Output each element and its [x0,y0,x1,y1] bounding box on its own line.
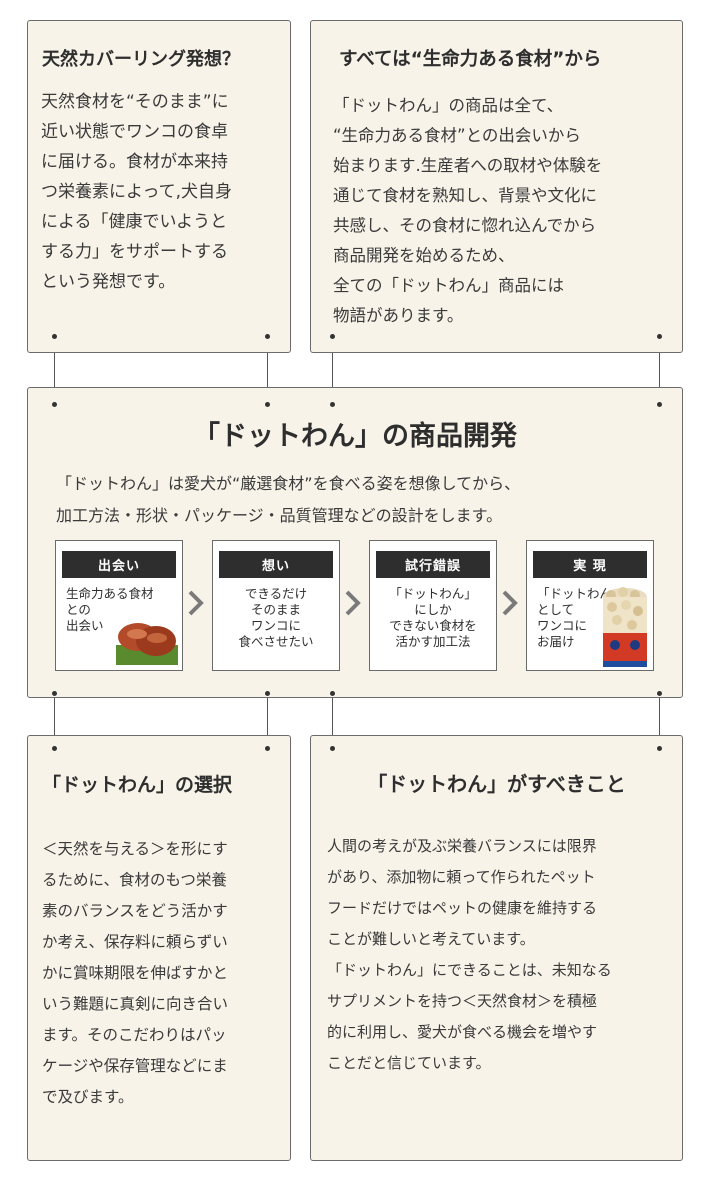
connector-line [659,693,660,749]
connector-dot [265,746,270,751]
step-trial-label: 試行錯誤 [376,551,490,578]
connector-dot [657,334,662,339]
connector-dot [657,402,662,407]
connector-dot [330,691,335,696]
dotwan-choice-box: 「ドットわん」の選択 ＜天然を与える＞を形にす るために、食材のもつ栄養 素のバ… [27,735,291,1161]
connector-line [54,693,55,749]
meat-photo [116,623,178,665]
chevron-right-icon [345,590,361,616]
connector-dot [330,402,335,407]
living-ingredients-box: すべては“生命力ある食材”から 「ドットわん」の商品は全て、 “生命力ある食材”… [310,20,683,353]
dotwan-mission-title: 「ドットわん」がすべきこと [367,772,626,796]
step-trial-and-error: 試行錯誤 「ドットわん」 にしか できない食材を 活かす加工法 [369,540,497,671]
living-ingredients-body: 「ドットわん」の商品は全て、 “生命力ある食材”との出会いから 始まります.生産… [333,96,603,325]
natural-covering-box: 天然カバーリング発想？ 天然食材を“そのまま”に 近い状態でワンコの食卓 に届け… [27,20,291,353]
step-realization-text: 「ドットわん」 として ワンコに お届け [537,586,625,649]
step-realization: 実 現 「ドットわん」 として ワンコに お届け [526,540,654,671]
step-encounter-text: 生命力ある食材 との 出会い [66,586,154,633]
dotwan-mission-body: 人間の考えが及ぶ栄養バランスには限界 があり、添加物に頼って作られたペット フー… [327,837,612,1072]
product-jar-photo [603,587,647,667]
step-realization-label: 実 現 [533,551,647,578]
connector-line [332,337,333,404]
connector-dot [52,334,57,339]
connector-dot [657,746,662,751]
step-feeling: 想い できるだけ そのまま ワンコに 食べさせたい [212,540,340,671]
connector-dot [265,402,270,407]
connector-line [267,337,268,404]
step-trial-text: 「ドットわん」 にしか できない食材を 活かす加工法 [389,586,477,649]
product-development-intro: 「ドットわん」は愛犬が“厳選食材”を食べる姿を想像してから、 加工方法・形状・パ… [56,474,521,525]
dotwan-choice-title: 「ドットわん」の選択 [42,774,233,796]
connector-dot [52,746,57,751]
connector-dot [330,746,335,751]
connector-dot [265,334,270,339]
connector-line [332,693,333,749]
product-development-title: 「ドットわん」の商品開発 [193,421,517,452]
connector-line [659,337,660,404]
chevron-right-icon [188,590,204,616]
step-feeling-text: できるだけ そのまま ワンコに 食べさせたい [238,586,314,649]
step-encounter: 出会い 生命力ある食材 との 出会い [55,540,183,671]
connector-dot [265,691,270,696]
step-feeling-label: 想い [219,551,333,578]
natural-covering-body: 天然食材を“そのまま”に 近い状態でワンコの食卓 に届ける。食材が本来持 つ栄養… [41,92,233,292]
dotwan-choice-body: ＜天然を与える＞を形にす るために、食材のもつ栄養 素のバランスをどう活かす か… [42,840,229,1106]
living-ingredients-title: すべては“生命力ある食材”から [339,49,602,70]
connector-dot [52,402,57,407]
chevron-right-icon [502,590,518,616]
step-encounter-label: 出会い [62,551,176,578]
dotwan-mission-box: 「ドットわん」がすべきこと 人間の考えが及ぶ栄養バランスには限界 があり、添加物… [310,735,683,1161]
natural-covering-title: 天然カバーリング発想？ [42,49,240,70]
connector-dot [330,334,335,339]
connector-line [267,693,268,749]
connector-dot [657,691,662,696]
connector-dot [52,691,57,696]
connector-line [54,337,55,404]
